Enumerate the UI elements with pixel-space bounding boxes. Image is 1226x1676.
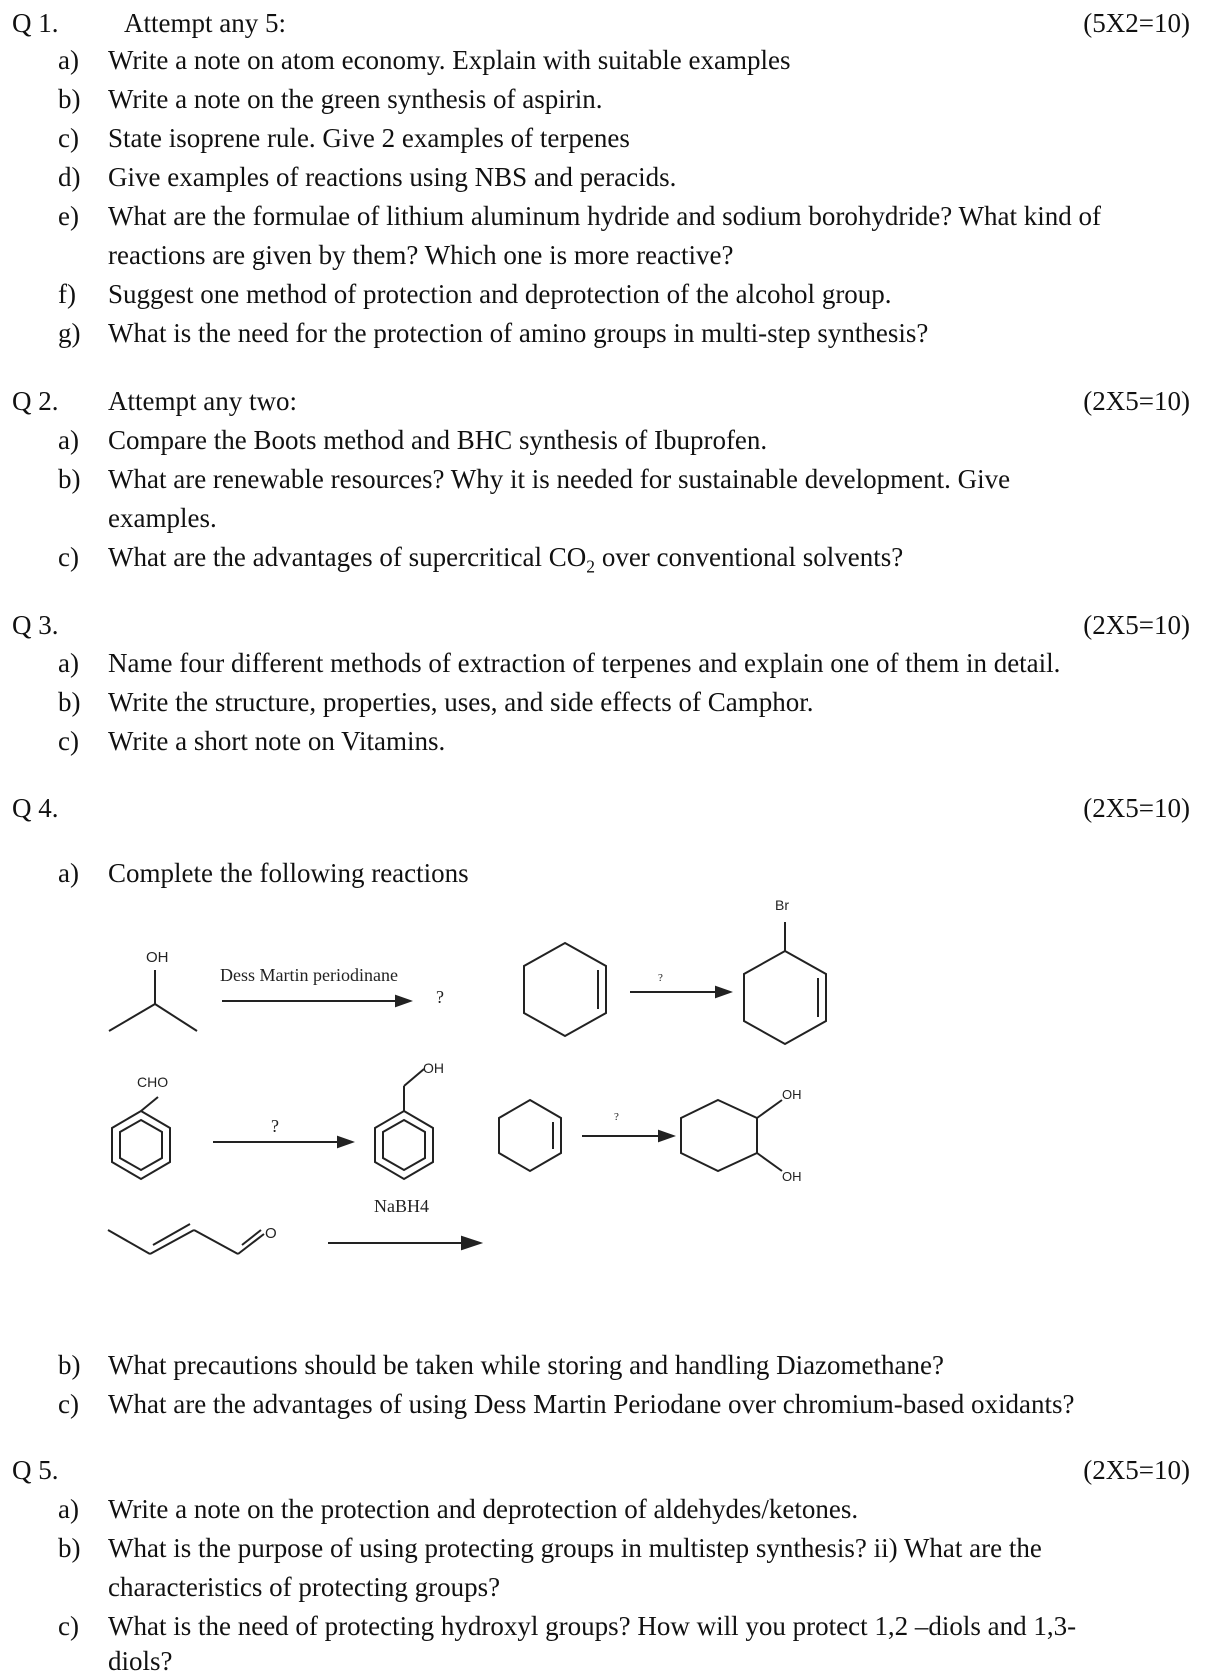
q1-d-label: d)	[58, 162, 81, 192]
q5-a-text: Write a note on the protection and depro…	[108, 1494, 859, 1524]
q5-c-text-line2: diols?	[108, 1646, 173, 1676]
q1-a-label: a)	[58, 45, 79, 75]
q2-a-text: Compare the Boots method and BHC synthes…	[108, 425, 768, 455]
benzyl-alcohol-structure	[374, 1068, 434, 1181]
dihydroxylation-reagent-unknown: ?	[614, 1111, 619, 1123]
q4-c-label: c)	[58, 1389, 79, 1419]
q2-a-label: a)	[58, 425, 79, 455]
q4-a-label: a)	[58, 858, 79, 888]
arrow-reduction	[213, 1135, 355, 1149]
q2-b-text-line2: examples.	[108, 503, 217, 533]
q4-c-text: What are the advantages of using Dess Ma…	[108, 1389, 1075, 1419]
q1-b-label: b)	[58, 84, 81, 114]
q2-c-text-after: over conventional solvents?	[595, 542, 904, 572]
benzyl-alcohol-oh-label: OH	[423, 1060, 444, 1076]
bromocyclohexene-structure	[743, 922, 827, 1046]
q5-c-label: c)	[58, 1611, 79, 1641]
q5-b-label: b)	[58, 1533, 81, 1563]
q3-c-label: c)	[58, 726, 79, 756]
q1-f-label: f)	[58, 279, 76, 309]
bromo-br-label: Br	[775, 897, 789, 913]
reduction-reagent-unknown: ?	[271, 1116, 279, 1136]
q1-e-text-line1: What are the formulae of lithium aluminu…	[108, 201, 1102, 231]
q5-a-label: a)	[58, 1494, 79, 1524]
benzaldehyde-structure	[111, 1096, 171, 1181]
benzaldehyde-cho-label: CHO	[137, 1074, 168, 1090]
q3-marks: (2X5=10)	[1083, 610, 1190, 640]
q5-b-text-line1: What is the purpose of using protecting …	[108, 1533, 1042, 1563]
diol-oh-label-2: OH	[782, 1169, 802, 1184]
q4-b-text: What precautions should be taken while s…	[108, 1350, 944, 1380]
q2-marks: (2X5=10)	[1083, 386, 1190, 416]
isopropanol-structure	[108, 970, 198, 1032]
co2-subscript: 2	[586, 556, 596, 577]
q2-c-text: What are the advantages of supercritical…	[108, 542, 904, 576]
diol-oh-label-1: OH	[782, 1087, 802, 1102]
q3-b-text: Write the structure, properties, uses, a…	[108, 687, 814, 717]
arrow-dihydroxylation	[582, 1129, 676, 1143]
crotonaldehyde-o-label: O	[265, 1225, 277, 1242]
q1-d-text: Give examples of reactions using NBS and…	[108, 162, 677, 192]
q4-b-label: b)	[58, 1350, 81, 1380]
q2-c-text-before: What are the advantages of supercritical…	[108, 542, 587, 572]
q1-c-text: State isoprene rule. Give 2 examples of …	[108, 123, 630, 153]
q5-c-text-line1: What is the need of protecting hydroxyl …	[108, 1611, 1077, 1641]
q1-g-label: g)	[58, 318, 81, 348]
crotonaldehyde-structure	[107, 1223, 265, 1255]
q1-e-text-line2: reactions are given by them? Which one i…	[108, 240, 734, 270]
dmp-product-unknown: ?	[436, 987, 444, 1007]
cyclohexanediol-structure	[680, 1098, 783, 1173]
nabh4-reagent-label: NaBH4	[374, 1196, 429, 1216]
q4-marks: (2X5=10)	[1083, 793, 1190, 823]
q2-b-text-line1: What are renewable resources? Why it is …	[108, 464, 1011, 494]
nbs-reagent-unknown: ?	[658, 972, 663, 984]
arrow-dmp	[222, 994, 413, 1008]
isopropanol-oh-label: OH	[146, 949, 169, 966]
q1-marks: (5X2=10)	[1083, 8, 1190, 38]
q5-marks: (2X5=10)	[1083, 1455, 1190, 1485]
q1-a-text: Write a note on atom economy. Explain wi…	[108, 45, 791, 75]
q1-g-text: What is the need for the protection of a…	[108, 318, 929, 348]
q5-b-text-line2: characteristics of protecting groups?	[108, 1572, 501, 1602]
q4-number: Q 4.	[12, 793, 59, 823]
arrow-nbs	[630, 985, 733, 999]
cyclohexene-structure-2	[498, 1098, 562, 1173]
q1-e-label: e)	[58, 201, 79, 231]
cyclohexene-structure	[523, 941, 607, 1038]
q1-heading: Attempt any 5:	[124, 8, 286, 38]
q3-a-text: Name four different methods of extractio…	[108, 648, 1061, 678]
q5-number: Q 5.	[12, 1455, 59, 1485]
q3-number: Q 3.	[12, 610, 59, 640]
q3-b-label: b)	[58, 687, 81, 717]
q2-number: Q 2.	[12, 386, 59, 416]
q1-c-label: c)	[58, 123, 79, 153]
q1-number: Q 1.	[12, 8, 59, 38]
q4-a-text: Complete the following reactions	[108, 858, 469, 888]
q1-b-text: Write a note on the green synthesis of a…	[108, 84, 603, 114]
dmp-reagent-label: Dess Martin periodinane	[220, 965, 398, 985]
arrow-nabh4	[328, 1235, 484, 1251]
q3-a-label: a)	[58, 648, 79, 678]
q1-f-text: Suggest one method of protection and dep…	[108, 279, 892, 309]
q3-c-text: Write a short note on Vitamins.	[108, 726, 446, 756]
q2-c-label: c)	[58, 542, 79, 572]
q2-b-label: b)	[58, 464, 81, 494]
q2-heading: Attempt any two:	[108, 386, 297, 416]
